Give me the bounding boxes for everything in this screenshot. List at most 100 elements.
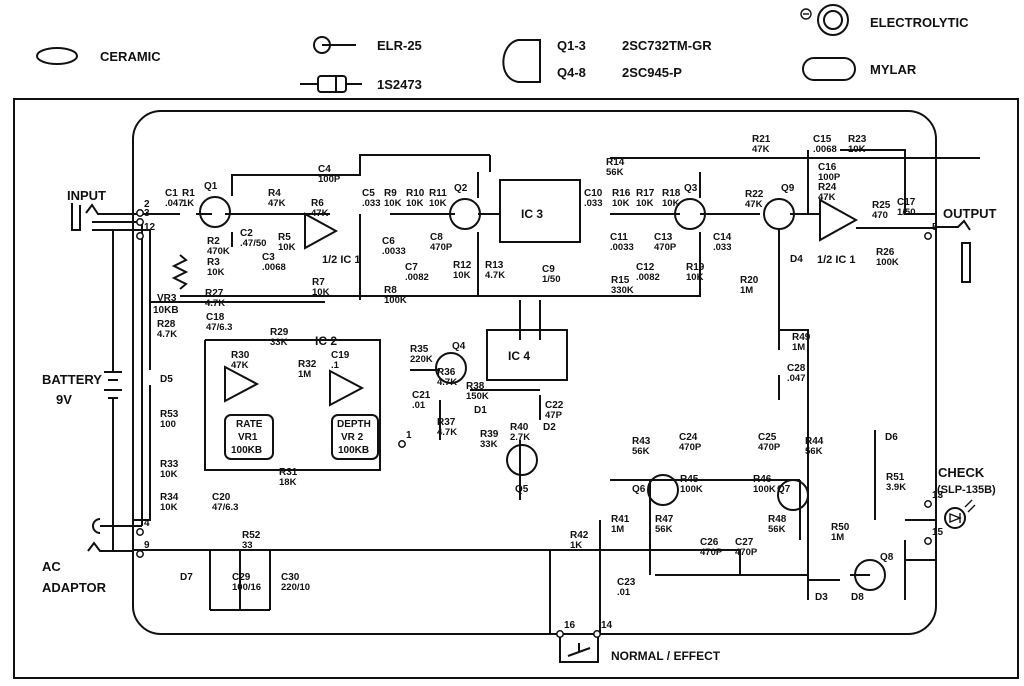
component-value: 1K — [182, 198, 194, 209]
component-ref: R52 — [242, 530, 261, 541]
component-value: 100K — [680, 484, 703, 495]
component-ref: C22 — [545, 400, 564, 411]
legend-q4-8-part: 2SC945-P — [622, 65, 682, 80]
rate-pot[interactable]: RATE VR1 100KB — [224, 414, 274, 460]
terminal-pad — [593, 630, 601, 638]
component-ref: C9 — [542, 264, 555, 275]
terminal-pad — [136, 209, 144, 217]
component-value: 220K — [410, 354, 433, 365]
component-value: 33K — [270, 337, 288, 348]
component-value: 47K — [745, 199, 763, 210]
component-ref: R11 — [429, 188, 447, 199]
component-ref: C24 — [679, 432, 698, 443]
terminal-pad — [398, 440, 406, 448]
component-ref: C7 — [405, 262, 418, 273]
component-value: 470P — [700, 547, 723, 558]
component-value: 56K — [606, 167, 624, 178]
component-value: 100K — [384, 295, 407, 306]
component-value: 100P — [818, 172, 841, 183]
component-ref: D5 — [160, 374, 173, 385]
ceramic-capacitor-symbol — [36, 47, 78, 65]
adaptor-label: ADAPTOR — [42, 580, 107, 595]
terminal-number: 2 — [144, 199, 150, 210]
component-value: 470P — [654, 242, 677, 253]
component-ref: C29 — [232, 572, 251, 583]
component-value: 56K — [805, 446, 823, 457]
component-ref: R8 — [384, 285, 397, 296]
component-value: 470K — [207, 246, 230, 257]
component-value: 1K — [570, 540, 582, 551]
normal-effect-footswitch[interactable] — [559, 634, 599, 663]
component-value: 10K — [406, 198, 424, 209]
terminal-pad — [556, 630, 564, 638]
component-value: 1M — [740, 285, 753, 296]
terminal-number: 13 — [932, 490, 944, 501]
ic1a-opamp: 1/2 IC 1 — [304, 212, 361, 266]
transistor-symbol — [506, 444, 538, 476]
vr3-trimmer[interactable]: VR3 10KB — [153, 254, 189, 316]
component-value: 470P — [679, 442, 702, 453]
component-value: .0068 — [262, 262, 286, 273]
terminal-number: 12 — [144, 222, 156, 233]
component-value: 1/50 — [897, 207, 916, 218]
component-ref: C2 — [240, 228, 253, 239]
component-ref: R47 — [655, 514, 674, 525]
component-value: 33 — [242, 540, 253, 551]
component-value: 33K — [480, 439, 498, 450]
component-ref: D4 — [790, 254, 803, 265]
terminal-number: 3 — [144, 208, 150, 219]
component-ref: C3 — [262, 252, 275, 263]
component-ref: C21 — [412, 390, 431, 401]
component-value: 47/6.3 — [212, 502, 238, 513]
output-jack[interactable] — [936, 219, 971, 283]
component-value: 100/16 — [232, 582, 261, 593]
component-value: 4.7K — [485, 270, 505, 281]
transistor-symbol — [647, 474, 679, 506]
legend-mylar: MYLAR — [870, 62, 917, 77]
terminal-number: 14 — [601, 620, 613, 631]
component-ref: R22 — [745, 189, 764, 200]
component-ref: C4 — [318, 164, 331, 175]
component-value: 2.7K — [510, 432, 530, 443]
terminal-pad — [924, 537, 932, 545]
component-ref: D7 — [180, 572, 193, 583]
input-jack[interactable] — [71, 203, 133, 231]
component-ref: D3 — [815, 592, 828, 603]
component-ref: R49 — [792, 332, 811, 343]
ac-adaptor-jack[interactable] — [87, 518, 133, 552]
component-ref: R12 — [453, 260, 472, 271]
component-ref: R18 — [662, 188, 681, 199]
legend-q1-3-part: 2SC732TM-GR — [622, 38, 712, 53]
legend: CERAMIC ELR-25 1S2473 Q1-3 2SC732TM-GR Q… — [36, 4, 969, 93]
component-value: 1M — [298, 369, 311, 380]
component-ref: R41 — [611, 514, 630, 525]
component-value: 100 — [160, 419, 176, 430]
component-ref: C20 — [212, 492, 231, 503]
electrolytic-capacitor-symbol — [800, 4, 849, 36]
elr-capacitor-symbol — [313, 36, 356, 54]
component-ref: C10 — [584, 188, 603, 199]
input-label: INPUT — [67, 188, 106, 203]
component-ref: Q9 — [781, 183, 795, 194]
component-ref: R31 — [279, 467, 298, 478]
component-value: 10K — [160, 469, 178, 480]
terminal-number: 16 — [564, 620, 576, 631]
component-value: 10K — [278, 242, 296, 253]
component-value: 56K — [632, 446, 650, 457]
component-ref: R51 — [886, 472, 905, 483]
component-ref: R14 — [606, 157, 625, 168]
component-ref: R1 — [182, 188, 195, 199]
terminal-pad — [136, 528, 144, 536]
component-value: 10K — [312, 287, 330, 298]
depth-pot[interactable]: DEPTH VR 2 100KB — [331, 414, 379, 460]
component-value: 470P — [758, 442, 781, 453]
component-ref: R21 — [752, 134, 771, 145]
component-ref: R23 — [848, 134, 867, 145]
component-value: .0082 — [405, 272, 429, 283]
component-ref: R6 — [311, 198, 324, 209]
component-ref: R29 — [270, 327, 289, 338]
component-value: 100P — [318, 174, 341, 185]
component-ref: R13 — [485, 260, 504, 271]
component-ref: R53 — [160, 409, 179, 420]
component-ref: R4 — [268, 188, 281, 199]
